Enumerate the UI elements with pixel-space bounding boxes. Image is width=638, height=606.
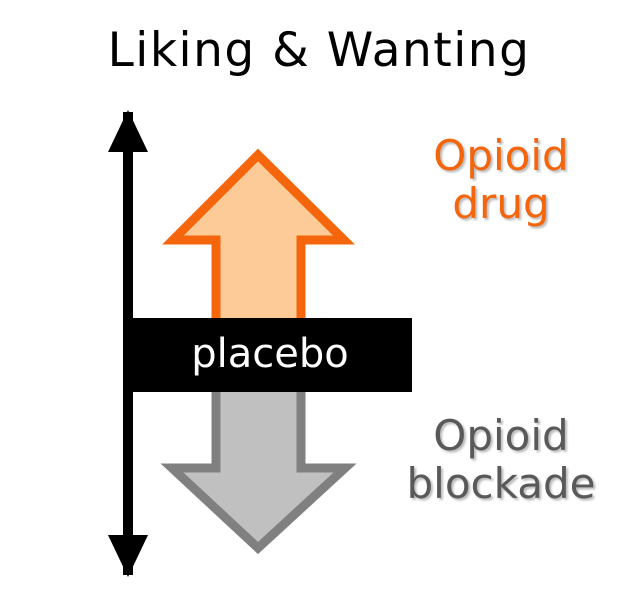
annotation-opioid-drug-line2: drug: [452, 178, 550, 228]
annotation-opioid-blockade-line1: Opioid: [433, 411, 569, 460]
annotation-opioid-drug-line1: Opioid: [433, 131, 569, 180]
placebo-label: placebo: [191, 331, 349, 377]
opioid-drug-up-arrow-icon: [162, 148, 355, 345]
annotation-opioid-blockade-line2: blockade: [406, 458, 596, 508]
axis-arrowhead-down-icon: [108, 535, 148, 577]
annotation-opioid-blockade: Opioid blockade: [376, 412, 626, 508]
page-title: Liking & Wanting: [107, 23, 531, 78]
opioid-blockade-down-arrow-icon: [160, 370, 357, 555]
annotation-opioid-drug: Opioid drug: [386, 132, 616, 228]
placebo-baseline-bar: placebo: [128, 318, 412, 392]
axis-arrowhead-up-icon: [108, 110, 148, 152]
